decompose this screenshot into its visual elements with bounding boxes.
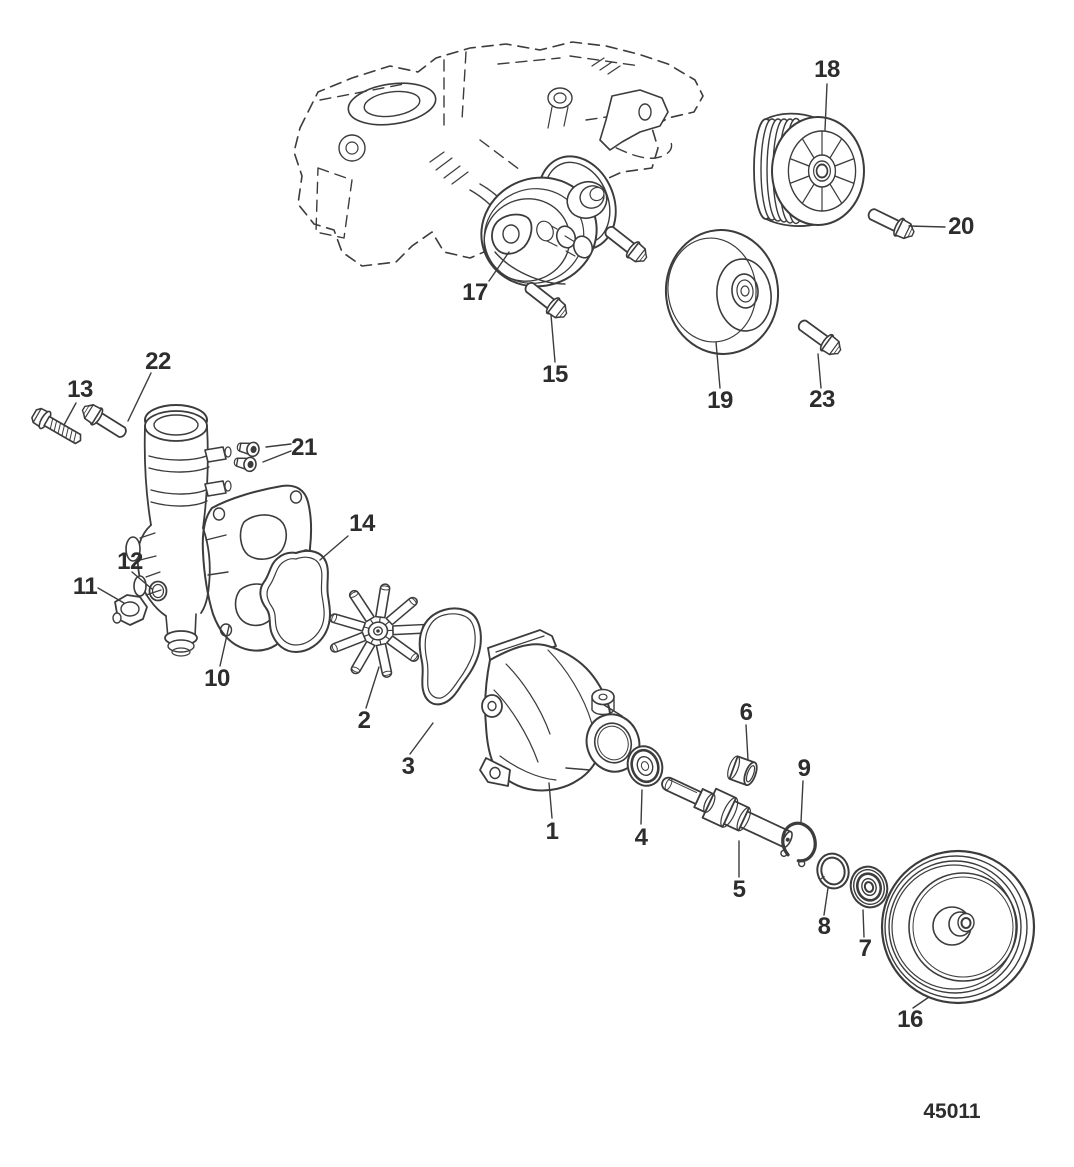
callout-8: 8	[817, 913, 831, 940]
callout-23: 23	[809, 386, 835, 413]
callout-19: 19	[707, 387, 733, 414]
callout-3: 3	[401, 753, 415, 780]
engine-bracket-outline	[293, 41, 704, 267]
retaining-ring-8	[816, 852, 850, 890]
o-ring-12	[148, 580, 168, 602]
callout-20: 20	[948, 213, 974, 240]
callout-7: 7	[858, 935, 872, 962]
callout-5: 5	[732, 876, 746, 903]
pump-pulley	[880, 849, 1036, 1005]
gasket-14	[259, 549, 331, 653]
callout-12: 12	[117, 548, 143, 575]
drawing-number: 45011	[923, 1100, 981, 1123]
callout-13: 13	[67, 376, 93, 403]
bushing	[727, 755, 758, 787]
serpentine-pulley	[753, 112, 865, 227]
callout-4: 4	[634, 824, 648, 851]
gasket-3	[418, 607, 482, 706]
bolt-13	[31, 407, 82, 445]
callout-6: 6	[739, 699, 753, 726]
circulating-pump	[480, 155, 617, 288]
callout-14: 14	[349, 510, 375, 537]
callout-9: 9	[797, 755, 811, 782]
bolt-23	[793, 314, 846, 361]
callout-10: 10	[204, 665, 230, 692]
screws-21	[232, 438, 261, 474]
seal-4	[626, 745, 664, 787]
pump-mount-bolt	[600, 220, 652, 268]
callout-22: 22	[145, 348, 171, 375]
idler-pulley	[664, 229, 780, 355]
leader-lines	[63, 83, 946, 1009]
callout-17: 17	[462, 279, 488, 306]
callout-2: 2	[357, 707, 371, 734]
callout-15: 15	[542, 361, 568, 388]
callout-16: 16	[897, 1006, 923, 1033]
callout-18: 18	[814, 56, 840, 83]
pump-shaft	[661, 776, 793, 849]
impeller	[327, 582, 430, 679]
drain-plug	[112, 594, 148, 626]
bolt-22	[77, 399, 131, 444]
snap-ring-9	[780, 821, 817, 868]
bearing	[849, 865, 889, 909]
callout-1: 1	[545, 818, 559, 845]
pump-housing	[479, 629, 641, 792]
bolt-20	[864, 203, 919, 244]
callout-11: 11	[72, 573, 98, 600]
callout-21: 21	[291, 434, 317, 461]
